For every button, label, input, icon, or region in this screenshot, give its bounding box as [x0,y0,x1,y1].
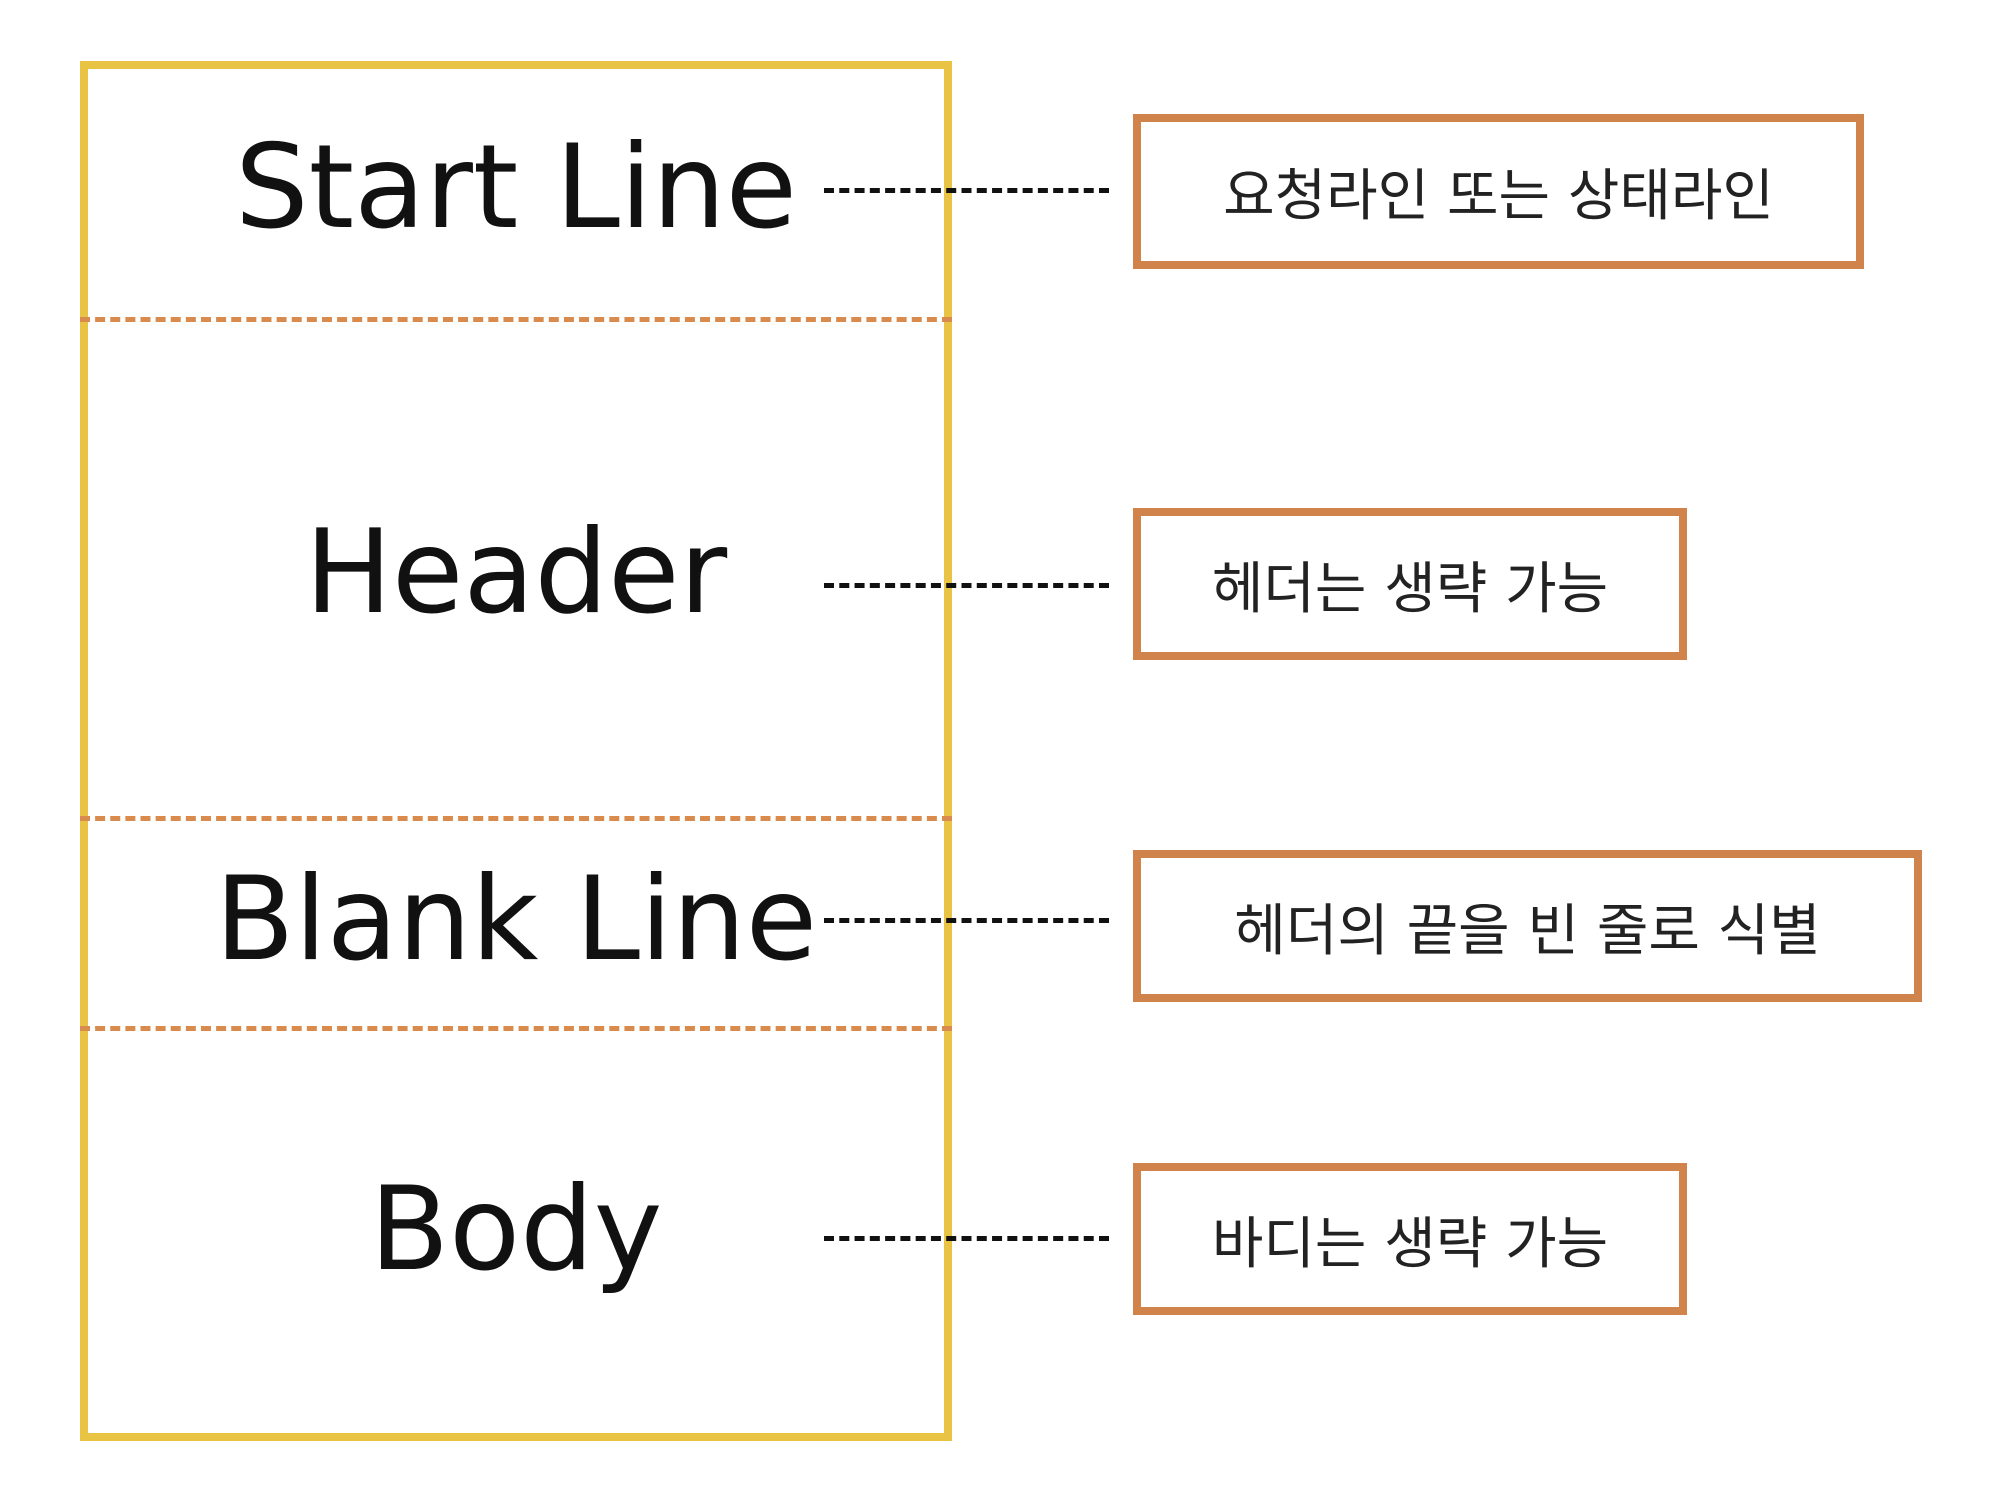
leader-line-header [824,583,1109,588]
note-header-text: 헤더는 생략 가능 [1211,556,1609,622]
divider-blank-body [80,1026,952,1031]
note-body: 바디는 생략 가능 [1133,1163,1687,1315]
note-header: 헤더는 생략 가능 [1133,508,1687,660]
note-start-line-text: 요청라인 또는 상태라인 [1223,164,1774,229]
section-label-blank-line: Blank Line [214,852,818,987]
leader-line-blank-line [824,918,1109,923]
leader-line-body [824,1236,1109,1241]
divider-header-blank [80,816,952,821]
note-start-line: 요청라인 또는 상태라인 [1133,114,1864,269]
note-body-text: 바디는 생략 가능 [1211,1211,1609,1277]
section-label-start-line: Start Line [235,120,797,255]
leader-line-start-line [824,188,1109,193]
note-blank-line: 헤더의 끝을 빈 줄로 식별 [1133,850,1922,1002]
section-label-header: Header [304,505,728,640]
divider-start-header [80,317,952,322]
note-blank-line-text: 헤더의 끝을 빈 줄로 식별 [1234,898,1821,964]
http-message-outline [80,61,952,1441]
section-label-body: Body [369,1162,663,1297]
